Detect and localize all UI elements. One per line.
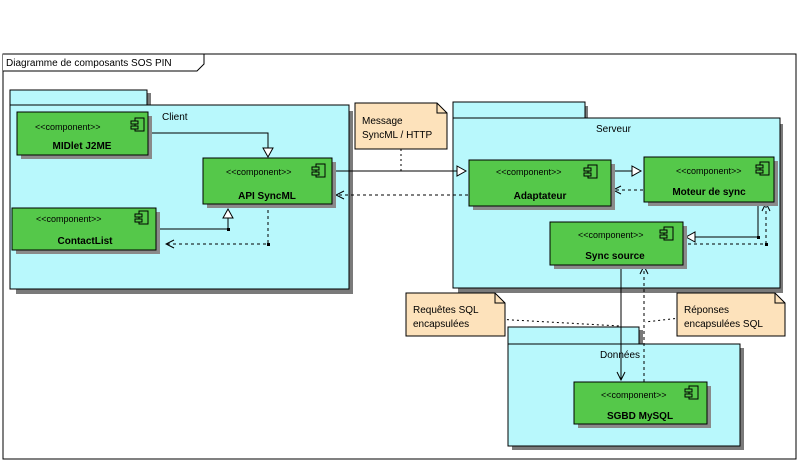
component-sync-source[interactable]: <<component>> Sync source (549, 221, 687, 269)
component-moteur-sync[interactable]: <<component>> Moteur de sync (643, 156, 778, 206)
note-requetes-line1: Requêtes SQL (413, 305, 479, 316)
component-stereotype: <<component>> (226, 167, 292, 177)
component-name: MIDlet J2ME (53, 141, 112, 152)
component-stereotype: <<component>> (578, 230, 644, 240)
note-requetes-line2: encapsulées (413, 319, 469, 330)
component-stereotype: <<component>> (496, 167, 562, 177)
component-name: API SyncML (238, 191, 296, 202)
note-message-line1: Message (362, 116, 403, 127)
component-icon (583, 164, 598, 179)
component-api-syncml[interactable]: <<component>> API SyncML (202, 157, 336, 208)
component-name: ContactList (58, 236, 114, 247)
component-stereotype: <<component>> (676, 166, 742, 176)
component-stereotype: <<component>> (35, 122, 101, 132)
note-reponses-line2: encapsulées SQL (684, 319, 763, 330)
component-name: Sync source (585, 251, 645, 262)
note-reponses-line1: Réponses (684, 305, 729, 316)
note-requetes: Requêtes SQL encapsulées (405, 292, 506, 337)
connector-dots (227, 228, 768, 246)
component-adaptateur[interactable]: <<component>> Adaptateur (468, 159, 615, 210)
package-client-label: Client (162, 112, 188, 123)
package-serveur-label: Serveur (596, 124, 632, 135)
component-icon (130, 117, 145, 132)
component-icon (134, 210, 149, 225)
component-icon (684, 385, 699, 400)
package-donnees-label: Données (600, 350, 640, 361)
component-contactlist[interactable]: <<component>> ContactList (11, 207, 160, 254)
frame-title: Diagramme de composants SOS PIN (6, 58, 172, 69)
component-sgbd-mysql[interactable]: <<component>> SGBD MySQL (573, 381, 711, 428)
note-message-line2: SyncML / HTTP (362, 130, 433, 141)
component-icon (659, 226, 674, 241)
component-midlet[interactable]: <<component>> MIDlet J2ME (16, 111, 152, 159)
note-anchors (400, 149, 681, 327)
component-name: Moteur de sync (672, 187, 746, 198)
component-name: SGBD MySQL (607, 411, 673, 422)
note-message: Message SyncML / HTTP (354, 102, 448, 150)
component-stereotype: <<component>> (36, 214, 102, 224)
component-icon (755, 161, 770, 176)
component-icon (311, 163, 326, 178)
component-name: Adaptateur (514, 191, 567, 202)
note-reponses: Réponses encapsulées SQL (676, 292, 786, 337)
component-stereotype: <<component>> (601, 390, 667, 400)
